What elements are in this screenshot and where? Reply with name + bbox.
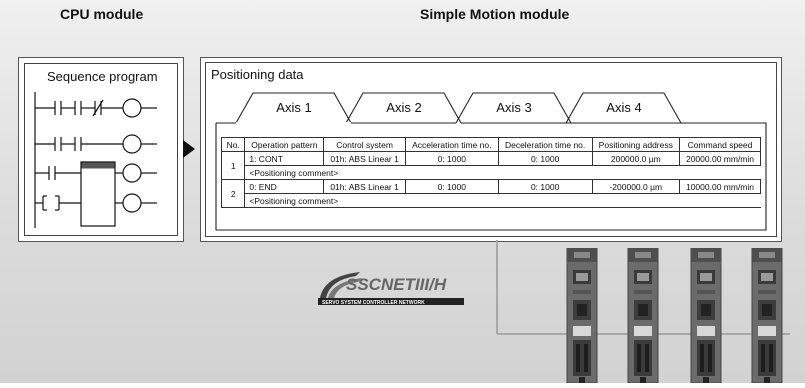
positioning-data-title: Positioning data	[211, 67, 304, 82]
positioning-table: No. Operation pattern Control system Acc…	[220, 137, 762, 208]
row-number: 1	[220, 151, 246, 180]
servo-amplifier	[626, 247, 660, 384]
servo-amplifier	[689, 247, 723, 384]
simple-motion-module-box: Positioning data Axis 1 Axis	[200, 57, 782, 242]
tab-axis-4[interactable]: Axis 4	[606, 100, 642, 115]
table-header-row: No. Operation pattern Control system Acc…	[220, 137, 762, 152]
tab-axis-1[interactable]: Axis 1	[276, 100, 312, 115]
sscnet-logo: SSCNETIII/H SERVO SYSTEM CONTROLLER NETW…	[318, 272, 464, 306]
row-number: 2	[220, 179, 246, 208]
tab-axis-3[interactable]: Axis 3	[496, 100, 532, 115]
positioning-comment-cell[interactable]: <Positioning comment>	[244, 193, 761, 208]
arrow-icon	[183, 140, 195, 158]
axis-tabs	[215, 92, 767, 231]
comment-row[interactable]: <Positioning comment>	[222, 193, 761, 208]
servo-amplifier	[750, 247, 784, 384]
sequence-program-panel: Sequence program	[24, 63, 178, 236]
tab-axis-2[interactable]: Axis 2	[386, 100, 422, 115]
sscnet-logo-text: SSCNETIII/H	[346, 275, 447, 294]
table-row[interactable]: 1 1: CONT 01h: ABS Linear 1 0: 1000 0: 1…	[220, 151, 762, 180]
ladder-diagram	[34, 92, 157, 228]
sequence-program-title: Sequence program	[47, 69, 158, 84]
simple-motion-module-heading: Simple Motion module	[420, 6, 570, 22]
sscnet-tagline: SERVO SYSTEM CONTROLLER NETWORK	[322, 300, 425, 306]
column-header: No.	[220, 137, 246, 152]
servo-amplifier	[565, 247, 599, 384]
cpu-module-heading: CPU module	[60, 6, 144, 22]
cpu-module-box: Sequence program	[18, 57, 184, 242]
positioning-data-panel: Positioning data Axis 1 Axis	[205, 62, 777, 237]
